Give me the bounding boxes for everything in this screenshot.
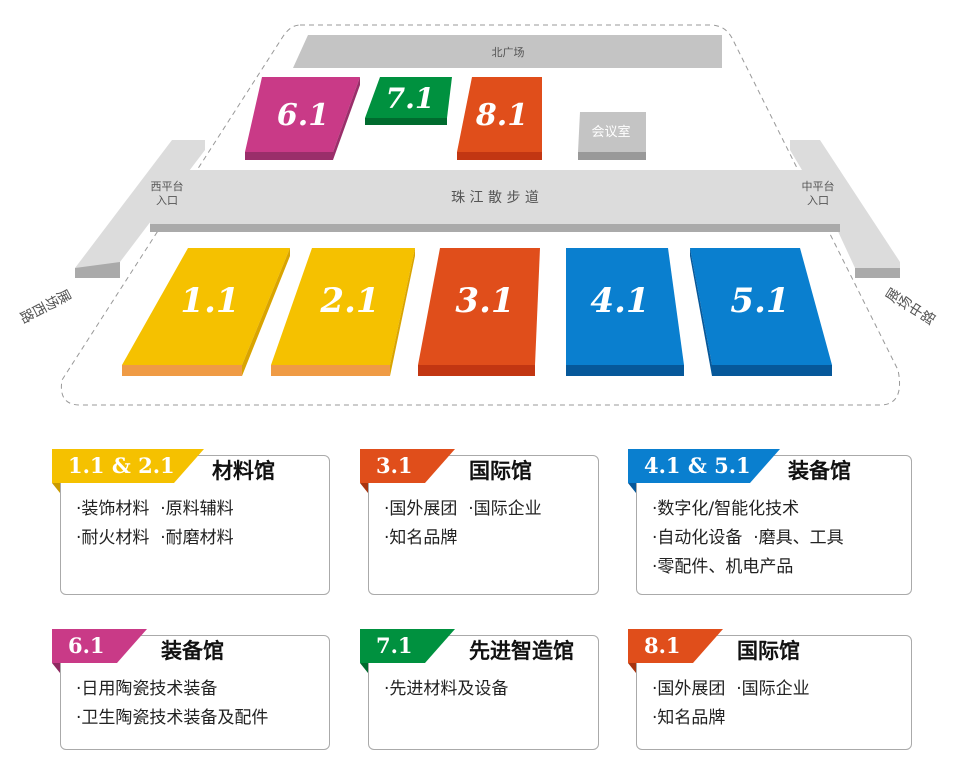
hall-8-1[interactable]: 8.1 bbox=[457, 77, 542, 160]
hall-6-1[interactable]: 6.1 bbox=[245, 77, 360, 160]
tab-fold bbox=[360, 663, 368, 673]
hall-2-1-label: 2.1 bbox=[319, 281, 379, 321]
hall-tag: 4.1 & 5.1 bbox=[628, 449, 780, 483]
hall-card-title: 国际馆 bbox=[737, 638, 800, 663]
tab-fold bbox=[360, 483, 368, 493]
meeting-room: 会议室 bbox=[578, 112, 646, 160]
hall-card-title: 装备馆 bbox=[788, 458, 851, 483]
hall-card-title: 先进智造馆 bbox=[469, 638, 574, 663]
hall-card-items: ·国外展团 ·国际企业 ·知名品牌 bbox=[384, 499, 542, 548]
tab-fold bbox=[628, 663, 636, 673]
west-entrance-label-2: 入口 bbox=[156, 194, 178, 207]
hall-1-1-label: 1.1 bbox=[180, 281, 239, 321]
hall-card-title: 国际馆 bbox=[469, 458, 532, 483]
hall-card-items: ·日用陶瓷技术装备 ·卫生陶瓷技术装备及配件 bbox=[76, 679, 269, 728]
hall-4-1-label: 4.1 bbox=[590, 281, 649, 321]
hall-1-1[interactable]: 1.1 bbox=[122, 248, 290, 376]
tab-fold bbox=[52, 663, 60, 673]
hall-tag: 1.1 & 2.1 bbox=[52, 449, 204, 483]
hall-card-items: ·装饰材料 ·原料辅料 ·耐火材料 ·耐磨材料 bbox=[76, 499, 234, 548]
hall-6-1-label: 6.1 bbox=[277, 98, 329, 133]
hall-card-title: 装备馆 bbox=[161, 638, 224, 663]
hall-5-1[interactable]: 5.1 bbox=[690, 248, 832, 376]
hall-3-1-label: 3.1 bbox=[455, 281, 514, 321]
hall-5-1-label: 5.1 bbox=[730, 281, 789, 321]
west-entrance-label: 西平台 bbox=[151, 179, 184, 193]
hall-card-title: 材料馆 bbox=[212, 458, 275, 483]
hall-3-1[interactable]: 3.1 bbox=[418, 248, 540, 376]
west-road-label: 展场西路 bbox=[17, 285, 74, 326]
tab-fold bbox=[52, 483, 60, 493]
mid-entrance-label-2: 入口 bbox=[807, 194, 829, 207]
hall-8-1-label: 8.1 bbox=[475, 98, 528, 133]
venue-outline bbox=[60, 24, 900, 406]
mid-entrance-label: 中平台 bbox=[802, 179, 835, 193]
tab-fold bbox=[628, 483, 636, 493]
hall-7-1[interactable]: 7.1 bbox=[365, 77, 452, 125]
hall-card-items: ·先进材料及设备 bbox=[384, 679, 509, 699]
hall-map: 北广场 珠 江 散 步 道 西平台 入口 中平台 入口 展场西路 展场中路 6.… bbox=[17, 24, 938, 406]
mid-road-label: 展场中路 bbox=[882, 285, 938, 328]
hall-7-1-label: 7.1 bbox=[386, 82, 435, 115]
hall-2-1[interactable]: 2.1 bbox=[271, 248, 415, 376]
promenade-label: 珠 江 散 步 道 bbox=[451, 190, 539, 206]
promenade bbox=[150, 170, 840, 226]
north-plaza-label: 北广场 bbox=[492, 45, 525, 59]
meeting-room-label: 会议室 bbox=[591, 124, 630, 140]
hall-card-items: ·国外展团 ·国际企业 ·知名品牌 bbox=[652, 679, 810, 728]
hall-card-items: ·数字化/智能化技术 ·自动化设备 ·磨具、工具 ·零配件、机电产品 bbox=[652, 499, 844, 577]
hall-4-1[interactable]: 4.1 bbox=[566, 248, 684, 376]
hall-tag: 7.1 bbox=[360, 629, 455, 663]
north-plaza bbox=[293, 35, 722, 68]
